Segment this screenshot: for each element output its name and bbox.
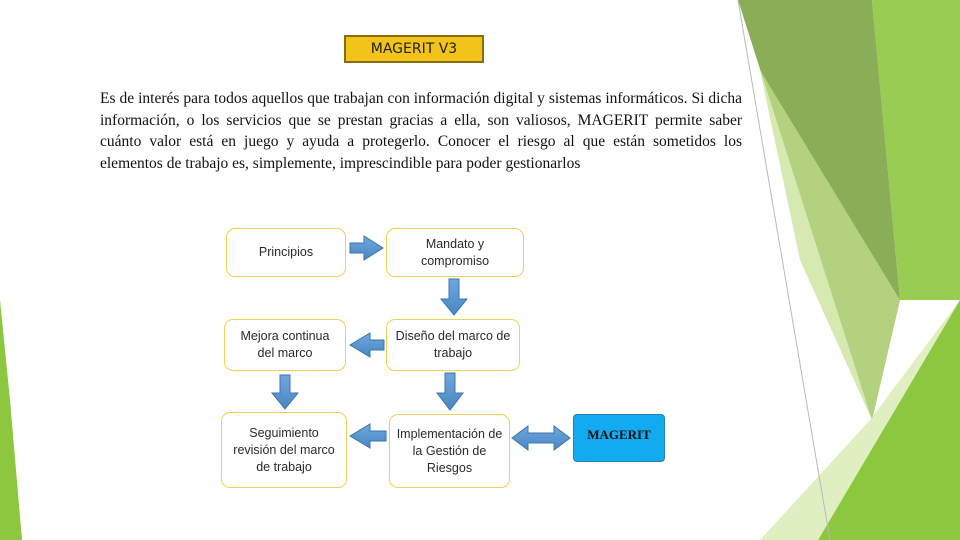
intro-paragraph: Es de interés para todos aquellos que tr… [100,90,742,172]
node-principios: Principios [226,228,346,277]
node-diseno-marco: Diseño del marco de trabajo [386,319,520,371]
node-magerit: MAGERIT [573,414,665,462]
node-implementacion-gestion: Implementación de la Gestión de Riesgos [389,414,510,488]
node-seguimiento-revision: Seguimiento revisión del marco de trabaj… [221,412,347,488]
green-facet-pale [760,70,900,420]
node-mejora-continua: Mejora continua del marco [224,319,346,371]
node-mandato-compromiso: Mandato y compromiso [386,228,524,277]
deco-line [737,0,831,540]
slide-title: MAGERIT V3 [344,35,484,63]
green-facet-light [872,0,960,300]
green-sliver-left [0,300,22,540]
